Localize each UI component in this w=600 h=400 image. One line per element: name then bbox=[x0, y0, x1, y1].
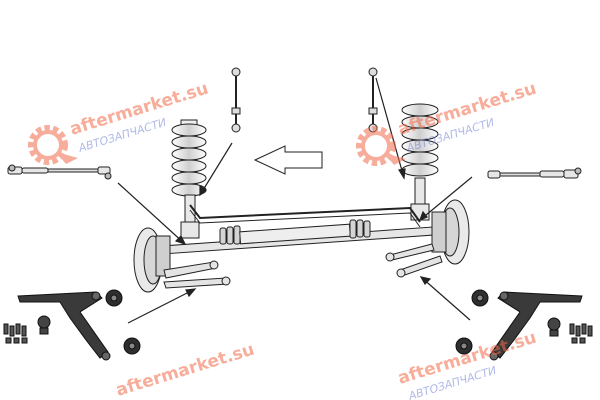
right-brake-disc bbox=[431, 199, 470, 265]
left-hardware bbox=[3, 323, 28, 344]
left-ball-joint bbox=[37, 315, 51, 335]
watermark-logo-left bbox=[28, 125, 78, 165]
left-control-arm bbox=[17, 289, 141, 361]
left-lower-links bbox=[163, 260, 231, 289]
left-tie-rod bbox=[7, 164, 112, 180]
right-tie-rod bbox=[487, 167, 582, 179]
right-lower-links bbox=[385, 243, 443, 278]
axle-boot-left bbox=[219, 225, 241, 245]
left-strut bbox=[180, 194, 200, 239]
direction-arrow bbox=[253, 145, 323, 175]
right-hardware bbox=[569, 323, 593, 344]
right-ball-joint bbox=[547, 317, 561, 337]
stabilizer-bar bbox=[189, 204, 421, 228]
left-coil-spring bbox=[171, 119, 207, 197]
gear-icon bbox=[28, 125, 78, 165]
left-brake-disc bbox=[133, 227, 171, 293]
left-stabilizer-link bbox=[231, 67, 241, 133]
axle-shaft bbox=[159, 219, 451, 255]
gear-icon bbox=[356, 126, 406, 166]
axle-boot-right bbox=[349, 219, 371, 239]
right-coil-spring bbox=[401, 103, 439, 177]
right-control-arm bbox=[455, 289, 583, 361]
watermark-logo-right bbox=[356, 126, 406, 166]
right-stabilizer-link bbox=[368, 67, 378, 133]
